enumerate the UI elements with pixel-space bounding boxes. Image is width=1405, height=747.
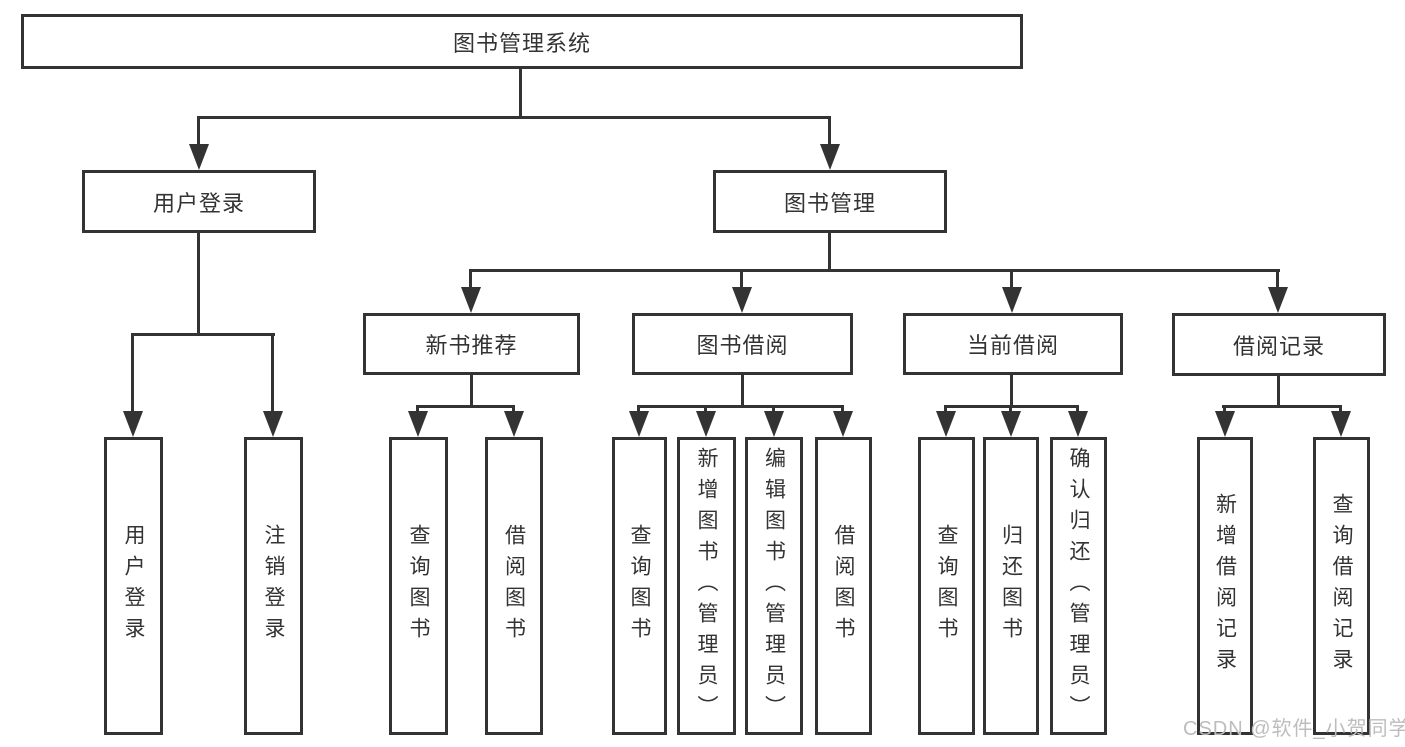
node-label: 图书借阅 [696, 333, 789, 358]
connector-line [197, 231, 200, 335]
arrowhead-icon [820, 144, 840, 170]
node-system-root: 图书管理系统 [21, 14, 1023, 69]
node-borrowing-edit-books-admin: 编辑图书（管理员） [745, 437, 803, 735]
arrow-connector [1215, 405, 1235, 437]
node-recommend-borrow-books: 借阅图书 [485, 437, 543, 735]
arrowhead-icon [1002, 287, 1022, 313]
arrow-connector [764, 405, 784, 437]
arrowhead-icon [696, 411, 716, 437]
arrow-connector [1002, 269, 1022, 313]
arrowhead-icon [123, 411, 143, 437]
arrowhead-icon [1215, 411, 1235, 437]
node-label: 新增图书（管理员） [695, 446, 718, 726]
arrow-connector [696, 405, 716, 437]
node-label: 当前借阅 [966, 333, 1059, 358]
node-borrowing-add-books-admin: 新增图书（管理员） [677, 437, 736, 735]
node-current-return-books: 归还图书 [983, 437, 1039, 735]
arrowhead-icon [732, 287, 752, 313]
node-label: 查询图书 [628, 524, 651, 648]
connector-line [1277, 374, 1280, 408]
connector-line [198, 116, 831, 119]
node-label: 图书管理 [783, 190, 876, 216]
node-label: 新增借阅记录 [1213, 493, 1237, 679]
node-label: 用户登录 [152, 190, 245, 216]
connector-line [1010, 373, 1013, 408]
node-label: 图书管理系统 [452, 30, 591, 56]
node-current-borrowing: 当前借阅 [903, 313, 1123, 375]
connector-line [828, 231, 831, 271]
arrow-connector [936, 405, 956, 437]
arrowhead-icon [936, 411, 956, 437]
node-label: 借阅图书 [502, 524, 526, 648]
node-current-query-books: 查询图书 [918, 437, 975, 735]
node-book-borrowing: 图书借阅 [632, 313, 853, 375]
node-logout: 注销登录 [244, 437, 303, 735]
node-records-query-record: 查询借阅记录 [1313, 437, 1370, 735]
arrowhead-icon [1068, 411, 1088, 437]
arrowhead-icon [629, 411, 649, 437]
node-label: 查询借阅记录 [1330, 493, 1353, 679]
arrow-connector [461, 269, 481, 313]
arrowhead-icon [263, 411, 283, 437]
arrow-connector [1001, 405, 1021, 437]
arrowhead-icon [408, 411, 428, 437]
arrowhead-icon [1331, 411, 1351, 437]
node-label: 借阅记录 [1232, 333, 1325, 359]
arrow-connector [732, 269, 752, 313]
arrowhead-icon [461, 287, 481, 313]
arrow-connector [1331, 405, 1351, 437]
arrow-connector [189, 116, 209, 170]
connector-line [470, 269, 1280, 272]
node-new-book-recommend: 新书推荐 [363, 313, 580, 375]
csdn-watermark: CSDN @软件_小贺同学 [1183, 718, 1405, 740]
arrow-connector [1268, 269, 1288, 313]
arrow-connector [1068, 405, 1088, 437]
arrowhead-icon [1001, 411, 1021, 437]
connector-line [637, 405, 844, 408]
arrowhead-icon [764, 411, 784, 437]
node-label: 用户登录 [122, 524, 145, 648]
arrow-connector [820, 116, 840, 170]
connector-line [470, 373, 473, 408]
node-user-login-group: 用户登录 [82, 170, 316, 233]
arrow-connector [123, 333, 143, 437]
node-label: 注销登录 [262, 524, 285, 648]
connector-line [132, 333, 275, 336]
connector-line [416, 405, 515, 408]
node-records-add-record: 新增借阅记录 [1197, 437, 1253, 735]
node-borrowing-records: 借阅记录 [1172, 313, 1386, 376]
node-borrowing-borrow-books: 借阅图书 [815, 437, 872, 735]
arrowhead-icon [504, 411, 524, 437]
node-book-management: 图书管理 [713, 170, 947, 233]
node-borrowing-query-books: 查询图书 [612, 437, 667, 735]
node-label: 确认归还（管理员） [1067, 446, 1090, 726]
arrowhead-icon [1268, 287, 1288, 313]
node-recommend-query-books: 查询图书 [389, 437, 448, 735]
arrow-connector [833, 405, 853, 437]
arrow-connector [629, 405, 649, 437]
connector-line [519, 66, 522, 119]
node-label: 归还图书 [999, 524, 1023, 648]
node-label: 查询图书 [935, 524, 958, 648]
node-label: 新书推荐 [425, 333, 518, 358]
arrowhead-icon [833, 411, 853, 437]
node-label: 查询图书 [407, 524, 430, 648]
connector-line [741, 373, 744, 408]
arrow-connector [408, 405, 428, 437]
node-label: 借阅图书 [832, 524, 855, 648]
arrow-connector [504, 405, 524, 437]
arrow-connector [263, 333, 283, 437]
connector-line [1222, 405, 1342, 408]
node-user-login: 用户登录 [104, 437, 163, 735]
node-label: 编辑图书（管理员） [762, 446, 786, 726]
arrowhead-icon [189, 144, 209, 170]
node-current-confirm-return-admin: 确认归还（管理员） [1050, 437, 1107, 735]
